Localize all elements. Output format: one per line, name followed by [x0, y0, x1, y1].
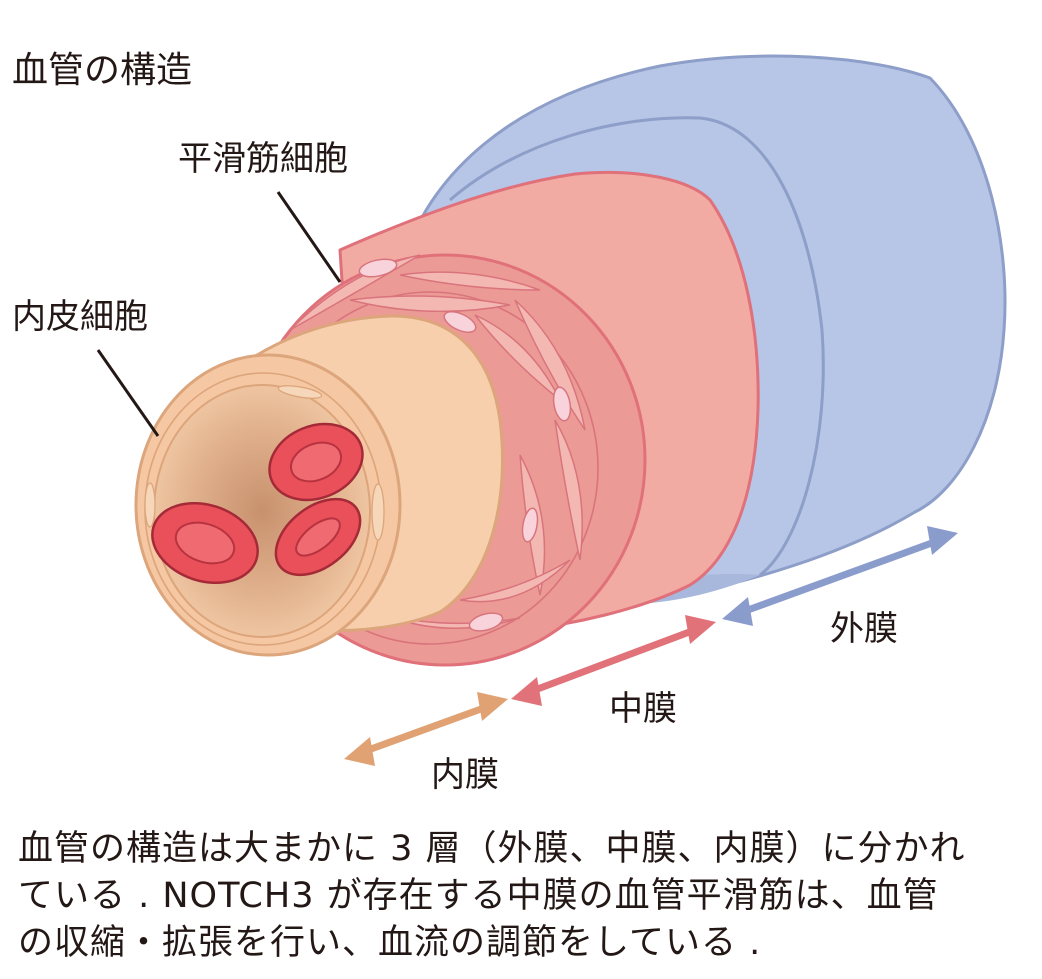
red-blood-cell — [151, 501, 259, 585]
diagram-title: 血管の構造 — [12, 50, 192, 91]
caption-line-1: 血管の構造は大まかに 3 層（外膜、中膜、内膜）に分かれ — [18, 829, 966, 869]
smooth-muscle-leader-line — [276, 191, 342, 283]
label-adventitia: 外膜 — [830, 609, 898, 649]
caption: 血管の構造は大まかに 3 層（外膜、中膜、内膜）に分かれ ている . NOTCH… — [18, 826, 1028, 967]
media-arrow — [511, 615, 716, 706]
smooth-muscle-nucleus — [521, 507, 539, 543]
endothelial-cell — [277, 385, 323, 399]
label-intima: 内膜 — [431, 755, 499, 795]
smooth-muscle-nucleus — [552, 386, 572, 422]
smooth-muscle-nucleus — [358, 258, 398, 278]
smooth-muscle-cell — [554, 419, 583, 561]
label-endothelial-cell: 内皮細胞 — [12, 297, 148, 337]
smooth-muscle-cell — [459, 559, 571, 603]
adventitia-arrow — [722, 526, 958, 626]
intima-arrow — [344, 692, 508, 766]
caption-line-2: ている . NOTCH3 が存在する中膜の血管平滑筋は、血管 — [18, 876, 939, 916]
smooth-muscle-nucleus — [468, 612, 504, 632]
endothelial-leader-line — [96, 349, 160, 437]
smooth-muscle-nucleus — [443, 311, 477, 333]
red-blood-cell — [274, 497, 362, 577]
label-media: 中膜 — [609, 689, 677, 729]
smooth-muscle-cell — [349, 295, 511, 313]
endothelial-cell — [144, 482, 156, 528]
red-blood-cell — [268, 422, 364, 502]
label-smooth-muscle-cell: 平滑筋細胞 — [178, 139, 348, 179]
smooth-muscle-cell — [399, 271, 541, 291]
red-blood-cells — [151, 422, 364, 585]
caption-line-3: の収縮・拡張を行い、血流の調節をしている . — [18, 923, 762, 963]
endothelial-cell — [371, 483, 385, 541]
